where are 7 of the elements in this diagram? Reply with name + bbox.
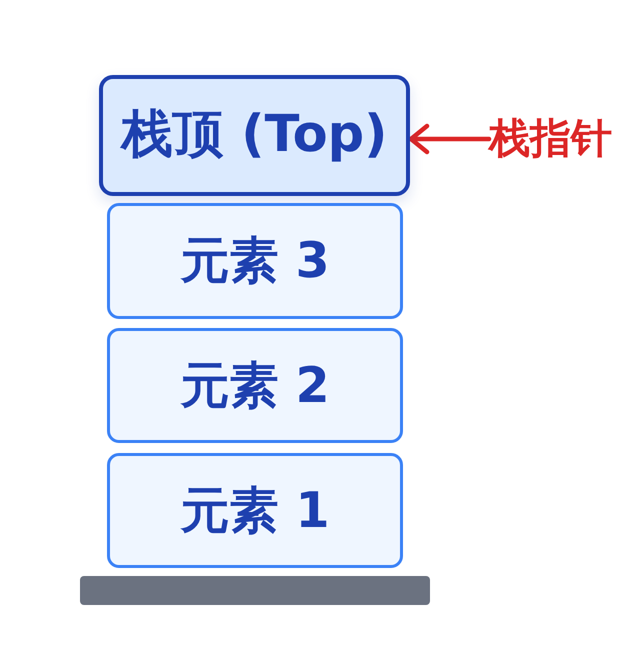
stack-top-box: 栈顶 (Top) bbox=[99, 75, 410, 196]
stack-element-box: 元素 1 bbox=[107, 453, 403, 568]
stack-element-box: 元素 2 bbox=[107, 328, 403, 443]
pointer-label: 栈指针 bbox=[489, 112, 612, 166]
stack-base bbox=[80, 576, 430, 605]
stack-element-box: 元素 3 bbox=[107, 203, 403, 319]
arrow bbox=[408, 124, 492, 154]
